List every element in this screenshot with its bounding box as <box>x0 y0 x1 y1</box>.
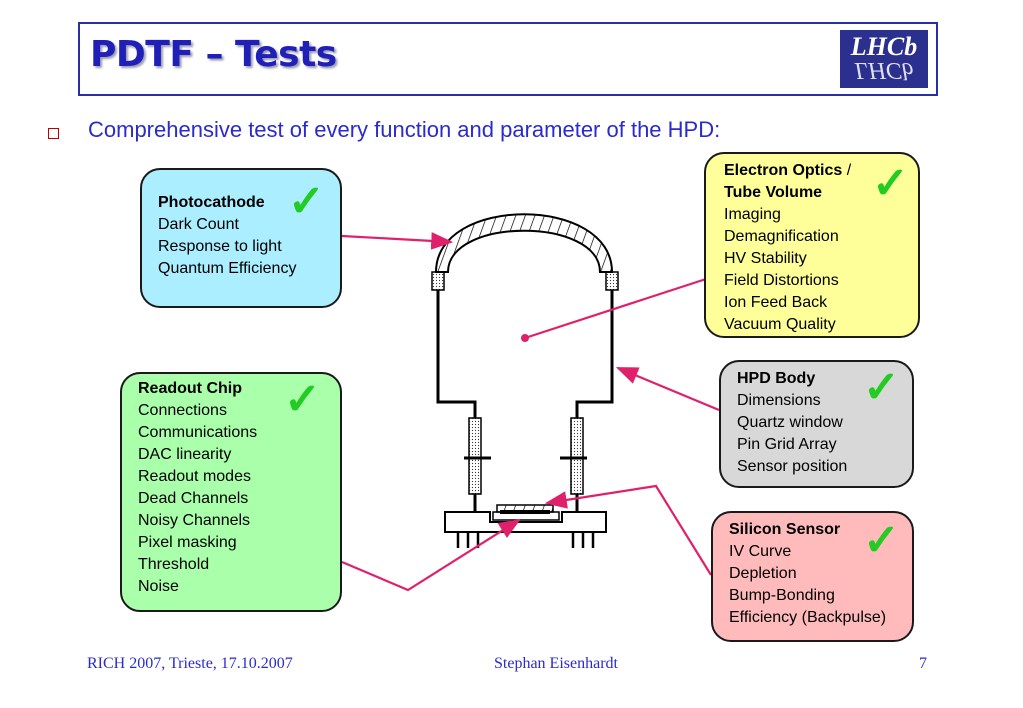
test-item: Threshold <box>138 556 210 573</box>
pointer-readout-chip <box>341 518 521 592</box>
test-item: Noisy Channels <box>138 512 251 529</box>
pointer-electron-optics <box>524 277 707 340</box>
footer-author: Stephan Eisenhardt <box>494 655 618 672</box>
bullet-square-icon <box>48 128 59 139</box>
test-item: Demagnification <box>724 228 839 245</box>
page-title: PDTF – Tests <box>90 34 337 75</box>
box-photocathode: Photocathode Dark Count Response to ligh… <box>140 168 342 308</box>
test-item: Sensor position <box>737 458 848 475</box>
box-electron-optics: Electron Optics / Tube Volume Imaging De… <box>704 152 920 338</box>
test-item: Response to light <box>158 238 282 255</box>
test-item: Ion Feed Back <box>724 294 828 311</box>
test-item: Readout modes <box>138 468 251 485</box>
test-item: Pin Grid Array <box>737 436 837 453</box>
quartz-window <box>434 213 614 273</box>
test-item: HV Stability <box>724 250 807 267</box>
lhcb-logo: LHCb LHCb <box>840 30 928 88</box>
check-icon: ✓ <box>872 159 909 208</box>
test-item: Bump-Bonding <box>729 587 835 604</box>
test-item: Depletion <box>729 565 797 582</box>
test-item: Field Distortions <box>724 272 839 289</box>
pointer-hpd-body <box>615 366 720 412</box>
pointer-silicon-sensor <box>544 484 712 576</box>
box-hpd-body: HPD Body Dimensions Quartz window Pin Gr… <box>719 360 914 488</box>
logo-text-top: LHCb <box>850 32 918 61</box>
insulator-right <box>570 417 584 495</box>
check-icon: ✓ <box>863 363 900 412</box>
test-item: Vacuum Quality <box>724 316 836 333</box>
box-title-separator: / <box>842 162 852 179</box>
box-title: Electron Optics <box>724 162 843 179</box>
box-title-line2: Tube Volume <box>724 184 823 201</box>
window-seal-right <box>605 271 619 291</box>
box-readout-chip: Readout Chip Connections Communications … <box>120 372 342 612</box>
test-item: Dead Channels <box>138 490 249 507</box>
page-number: 7 <box>919 655 927 672</box>
test-item: Efficiency (Backpulse) <box>729 609 887 626</box>
test-item: Imaging <box>724 206 781 223</box>
window-seal-left <box>431 271 445 291</box>
test-item: Communications <box>138 424 258 441</box>
footer-event: RICH 2007, Trieste, 17.10.2007 <box>87 655 293 672</box>
box-title: HPD Body <box>737 370 816 387</box>
bullet-text: Comprehensive test of every function and… <box>88 117 721 142</box>
test-item: Dimensions <box>737 392 821 409</box>
test-item: Noise <box>138 578 179 595</box>
box-title: Readout Chip <box>138 380 242 397</box>
pointer-photocathode <box>341 232 454 250</box>
test-item: Dark Count <box>158 216 239 233</box>
test-item: Quantum Efficiency <box>158 260 297 277</box>
box-silicon-sensor: Silicon Sensor IV Curve Depletion Bump-B… <box>711 511 914 642</box>
test-item: IV Curve <box>729 543 792 560</box>
insulator-left <box>468 417 482 495</box>
test-item: Quartz window <box>737 414 843 431</box>
check-icon: ✓ <box>863 516 900 565</box>
vacuum-volume-dot <box>521 334 529 342</box>
tube-wall-right <box>575 290 614 418</box>
box-title: Silicon Sensor <box>729 521 841 538</box>
test-item: Pixel masking <box>138 534 237 551</box>
check-icon: ✓ <box>284 375 321 424</box>
title-bar: PDTF – Tests LHCb LHCb <box>78 22 938 96</box>
tube-wall-left <box>436 290 477 418</box>
test-item: Connections <box>138 402 227 419</box>
box-title: Photocathode <box>158 194 265 211</box>
test-item: DAC linearity <box>138 446 232 463</box>
check-icon: ✓ <box>288 177 325 226</box>
